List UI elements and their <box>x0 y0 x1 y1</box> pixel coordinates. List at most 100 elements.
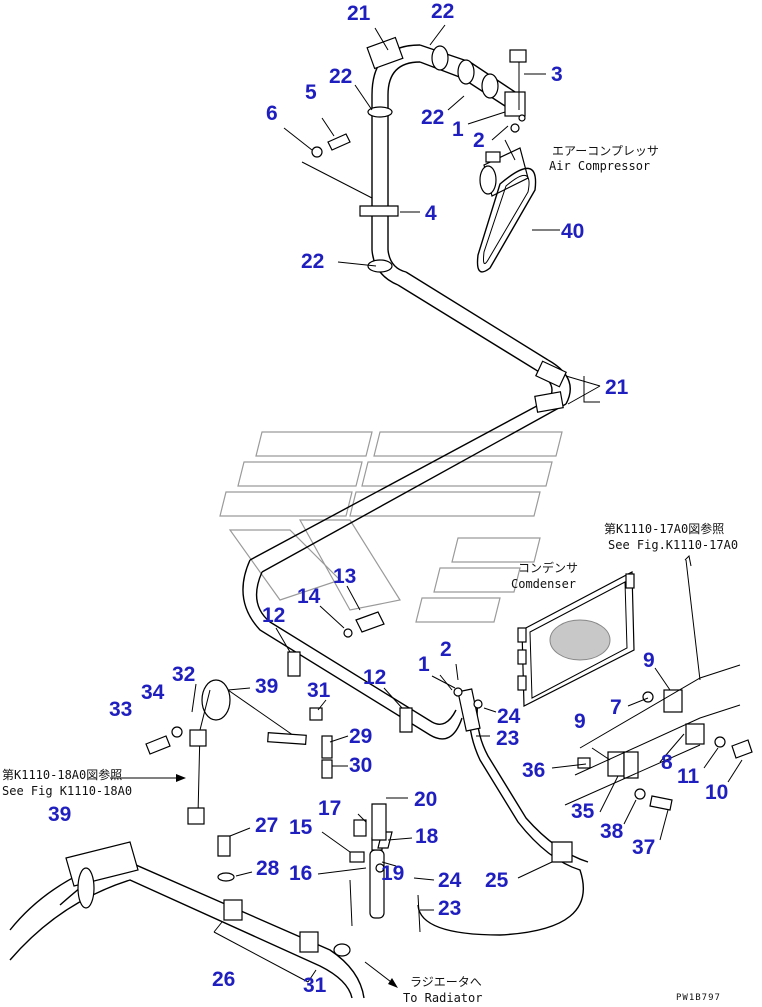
callout-12: 12 <box>363 666 386 689</box>
bolt-27 <box>217 835 231 857</box>
callout-30: 30 <box>349 754 372 777</box>
clamp-12 <box>287 651 413 733</box>
lower-pipe-26 <box>9 841 365 999</box>
leader-lines <box>191 24 743 911</box>
leader <box>213 931 309 983</box>
compressor-fittings <box>504 49 527 133</box>
reference-17a0-en: See Fig.K1110-17A0 <box>608 538 738 552</box>
callout-33: 33 <box>109 698 132 721</box>
bolt-5 <box>327 133 351 151</box>
callout-6: 6 <box>266 102 278 125</box>
callout-4: 4 <box>425 202 437 225</box>
callout-8: 8 <box>661 751 673 774</box>
bolt-13 <box>355 611 385 633</box>
bolt-7 <box>642 691 654 703</box>
radiator-label-en: To Radiator <box>403 991 482 1005</box>
callout-22: 22 <box>301 250 324 273</box>
callout-29: 29 <box>349 725 372 748</box>
collar-22 <box>367 259 393 273</box>
callout-21: 21 <box>605 376 629 399</box>
callout-19: 19 <box>381 862 404 885</box>
callout-24: 24 <box>438 869 462 892</box>
callout-39: 39 <box>255 675 278 698</box>
receiver-assembly <box>349 803 421 933</box>
callout-22: 22 <box>431 0 454 23</box>
frame-line <box>574 704 741 776</box>
switch-29 <box>321 735 333 759</box>
air-compressor-label-en: Air Compressor <box>549 159 650 173</box>
pin-31 <box>309 707 323 721</box>
callout-26: 26 <box>212 968 235 991</box>
frame-line <box>564 744 701 806</box>
callout-20: 20 <box>414 788 437 811</box>
leader <box>685 559 701 681</box>
arrowhead <box>388 978 398 988</box>
washer-34 <box>171 726 183 738</box>
watermark-logo <box>219 431 563 623</box>
insulation-21 <box>534 391 564 413</box>
callout-21: 21 <box>347 2 371 25</box>
callout-10: 10 <box>705 781 728 804</box>
callout-36: 36 <box>522 759 545 782</box>
reference-18a0-jp: 第K1110-18A0図参照 <box>2 767 122 782</box>
callout-7: 7 <box>610 696 622 719</box>
callout-18: 18 <box>415 825 439 848</box>
collar-22 <box>457 59 475 85</box>
bolt-33 <box>145 735 171 755</box>
insulation-21 <box>535 360 567 388</box>
callout-40: 40 <box>561 220 584 243</box>
reference-18a0-en: See Fig K1110-18A0 <box>2 784 132 798</box>
callout-31: 31 <box>303 974 327 997</box>
air-compressor-label-jp: エアーコンプレッサ <box>552 144 659 158</box>
callout-24: 24 <box>497 705 521 728</box>
drive-belt-40 <box>476 167 537 273</box>
drawing-code: PW1B797 <box>676 993 721 1003</box>
collar-22 <box>481 73 499 99</box>
plug-30 <box>321 759 333 779</box>
leader <box>307 969 317 983</box>
bolt-37 <box>649 795 673 811</box>
insulation-21 <box>366 36 404 70</box>
callout-16: 16 <box>289 862 312 885</box>
insulation-39 <box>65 841 139 887</box>
callout-25: 25 <box>485 869 509 892</box>
callout-31: 31 <box>307 679 331 702</box>
arrowhead <box>176 774 186 782</box>
air-compressor <box>479 139 529 197</box>
leader <box>439 674 453 691</box>
callout-23: 23 <box>438 897 461 920</box>
callout-22: 22 <box>329 65 352 88</box>
washer-14 <box>343 628 353 638</box>
callout-22: 22 <box>421 106 444 129</box>
leader <box>301 161 373 199</box>
callout-14: 14 <box>297 585 321 608</box>
condenser-label-jp: コンデンサ <box>518 560 578 575</box>
callout-39: 39 <box>48 803 71 826</box>
callout-38: 38 <box>600 820 624 843</box>
callout-3: 3 <box>551 63 563 86</box>
callouts: 21 22 3 22 5 6 22 1 2 4 40 22 21 13 14 1… <box>48 0 728 997</box>
bracket-8 <box>685 723 753 759</box>
callout-32: 32 <box>172 663 195 686</box>
callout-5: 5 <box>305 81 317 104</box>
notes: エアーコンプレッサ Air Compressor コンデンサ Comdenser… <box>2 144 738 1005</box>
bolt-36 <box>577 757 591 769</box>
clamp-25 <box>551 841 573 863</box>
callout-15: 15 <box>289 816 313 839</box>
callout-11: 11 <box>677 765 700 788</box>
reference-17a0-jp: 第K1110-17A0図参照 <box>604 521 724 536</box>
callout-28: 28 <box>256 857 280 880</box>
callout-9: 9 <box>574 710 586 733</box>
callout-35: 35 <box>571 800 595 823</box>
callout-27: 27 <box>255 814 278 837</box>
arrowhead <box>684 554 692 567</box>
callout-1: 1 <box>418 653 430 676</box>
condenser-label-en: Comdenser <box>511 577 576 591</box>
callout-12: 12 <box>262 604 285 627</box>
washer-38 <box>634 788 646 800</box>
callout-34: 34 <box>141 681 165 704</box>
liquid-hose-23 <box>417 687 589 936</box>
leader <box>213 921 223 933</box>
callout-13: 13 <box>333 565 356 588</box>
